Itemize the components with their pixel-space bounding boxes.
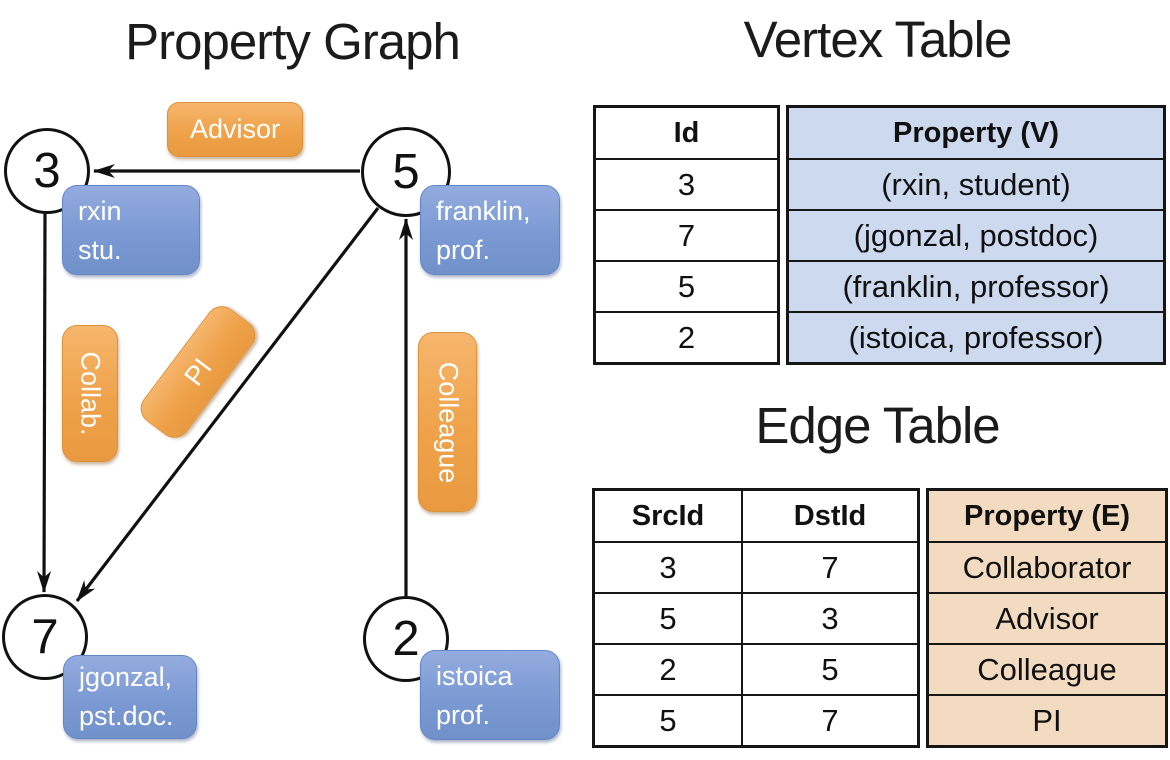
node-id-label: 7 <box>31 610 59 664</box>
edge-table-id-columns: SrcId DstId 3 7 5 3 2 5 5 7 <box>592 488 920 748</box>
property-line: prof. <box>436 700 491 730</box>
edge-label-text: Colleague <box>433 361 463 483</box>
vertex-table-cell-property: (rxin, student) <box>789 158 1163 209</box>
property-line: istoica <box>436 661 513 691</box>
property-line: stu. <box>78 235 122 265</box>
node-circle-5: 5 <box>361 127 451 217</box>
vertex-table: Id 3 7 5 2 Property (V) (rxin, student) … <box>593 105 1166 365</box>
property-line: pst.doc. <box>79 701 174 731</box>
edge-table-cell-property: Colleague <box>929 643 1165 694</box>
vertex-table-cell-property: (franklin, professor) <box>789 260 1163 311</box>
edge-label-colleague: Colleague <box>418 332 477 512</box>
edge-table-cell-dstid: 3 <box>741 592 917 643</box>
edge-table-header-property: Property (E) <box>929 491 1165 541</box>
edge-label-text: Advisor <box>189 114 281 144</box>
edge-collab-3-to-7 <box>37 213 52 593</box>
vertex-table-cell-id: 2 <box>596 311 777 362</box>
edge-table-cell-dstid: 7 <box>741 694 917 745</box>
graph-edges-layer <box>37 164 413 602</box>
vertex-table-cell-id: 7 <box>596 209 777 260</box>
edge-pi-5-to-7 <box>75 207 380 602</box>
edge-table-cell-property: Advisor <box>929 592 1165 643</box>
edge-table: SrcId DstId 3 7 5 3 2 5 5 7 Property (E)… <box>592 488 1168 748</box>
edge-table-cell-dstid: 5 <box>741 643 917 694</box>
vertex-table-id-column: Id 3 7 5 2 <box>593 105 780 365</box>
edge-table-header-dstid: DstId <box>741 491 917 541</box>
node-id-label: 3 <box>33 144 61 198</box>
property-line: prof. <box>436 235 491 265</box>
edge-table-title: Edge Table <box>755 397 1000 454</box>
vertex-table-cell-property: (istoica, professor) <box>789 311 1163 362</box>
property-box-franklin: franklin, prof. <box>420 185 560 275</box>
edge-table-property-column: Property (E) Collaborator Advisor Collea… <box>926 488 1168 748</box>
vertex-table-cell-id: 3 <box>596 158 777 209</box>
edge-table-cell-property: Collaborator <box>929 541 1165 592</box>
edge-label-text: PI <box>177 352 218 391</box>
edge-table-cell-srcid: 5 <box>595 694 741 745</box>
edge-table-cell-srcid: 2 <box>595 643 741 694</box>
edge-table-cell-property: PI <box>929 694 1165 745</box>
vertex-table-property-column: Property (V) (rxin, student) (jgonzal, p… <box>786 105 1166 365</box>
node-id-label: 5 <box>392 145 420 199</box>
vertex-table-cell-id: 5 <box>596 260 777 311</box>
property-line: jgonzal, <box>79 662 173 692</box>
graph-title: Property Graph <box>125 13 461 70</box>
vertex-table-cell-property: (jgonzal, postdoc) <box>789 209 1163 260</box>
edge-table-cell-srcid: 3 <box>595 541 741 592</box>
edge-table-cell-dstid: 7 <box>741 541 917 592</box>
property-box-istoica: istoica prof. <box>420 650 560 740</box>
vertex-table-header-id: Id <box>673 116 700 149</box>
property-line: rxin <box>78 196 122 226</box>
edge-label-collab: Collab. <box>62 325 118 462</box>
vertex-table-header-property: Property (V) <box>789 108 1163 158</box>
property-line: franklin, <box>436 196 531 226</box>
property-box-jgonzal: jgonzal, pst.doc. <box>63 655 197 739</box>
edge-table-cell-srcid: 5 <box>595 592 741 643</box>
edge-label-text: Collab. <box>75 351 106 436</box>
node-circle-2: 2 <box>363 596 449 682</box>
vertex-table-title: Vertex Table <box>743 11 1013 68</box>
edge-label-advisor: Advisor <box>167 102 303 157</box>
edge-table-header-srcid: SrcId <box>631 499 705 532</box>
node-id-label: 2 <box>392 612 420 666</box>
property-box-rxin: rxin stu. <box>62 185 200 275</box>
